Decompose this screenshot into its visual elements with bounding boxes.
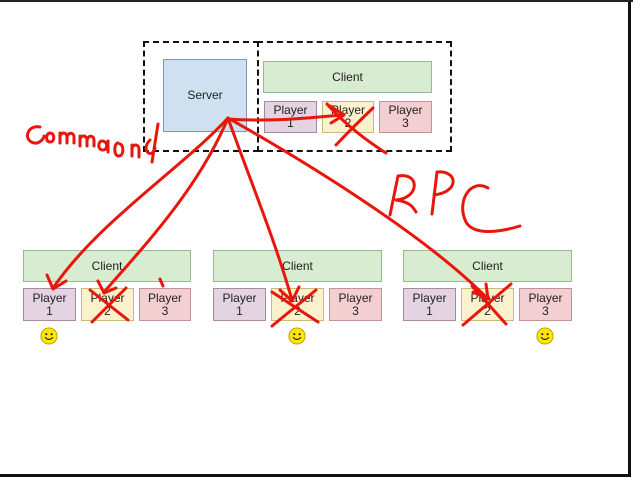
top-border bbox=[0, 0, 633, 2]
player-label: Player bbox=[32, 290, 67, 305]
player-label: Player bbox=[90, 290, 125, 305]
host-client-label: Client bbox=[332, 69, 363, 84]
player-number: 1 bbox=[287, 116, 294, 130]
player-number: 3 bbox=[352, 303, 359, 318]
server-label: Server bbox=[187, 88, 223, 102]
client-label: Client bbox=[472, 258, 503, 273]
host-client-box: Client bbox=[263, 61, 432, 93]
host-client-dashed-group bbox=[257, 41, 452, 152]
player-label: Player bbox=[388, 103, 423, 117]
player-label: Player bbox=[330, 103, 365, 117]
player-label: Player bbox=[528, 290, 563, 305]
player-label: Player bbox=[412, 290, 447, 305]
player-number: 2 bbox=[294, 303, 301, 318]
player-number: 1 bbox=[426, 303, 433, 318]
player-number: 2 bbox=[104, 303, 111, 318]
smiley-icon bbox=[288, 327, 306, 345]
player-number: 2 bbox=[344, 116, 352, 130]
player-number: 1 bbox=[236, 303, 243, 318]
client-b-box: Client bbox=[213, 250, 382, 282]
player-label: Player bbox=[280, 290, 315, 305]
player-number: 2 bbox=[484, 303, 491, 318]
player-number: 1 bbox=[46, 303, 53, 318]
player-label: Player bbox=[470, 290, 505, 305]
player-number: 3 bbox=[161, 303, 169, 318]
smiley-icon bbox=[536, 327, 554, 345]
player-label: Player bbox=[222, 290, 257, 305]
player-number: 3 bbox=[402, 116, 409, 130]
client-label: Client bbox=[282, 258, 313, 273]
server-box: Server bbox=[163, 59, 247, 132]
smiley-icon bbox=[40, 327, 58, 345]
client-a-box: Client bbox=[23, 250, 191, 282]
player-label: Player bbox=[147, 290, 182, 305]
client-c-box: Client bbox=[403, 250, 572, 282]
player-label: Player bbox=[338, 290, 373, 305]
player-label: Player bbox=[273, 103, 308, 117]
player-number: 3 bbox=[542, 303, 549, 318]
client-label: Client bbox=[91, 258, 123, 273]
